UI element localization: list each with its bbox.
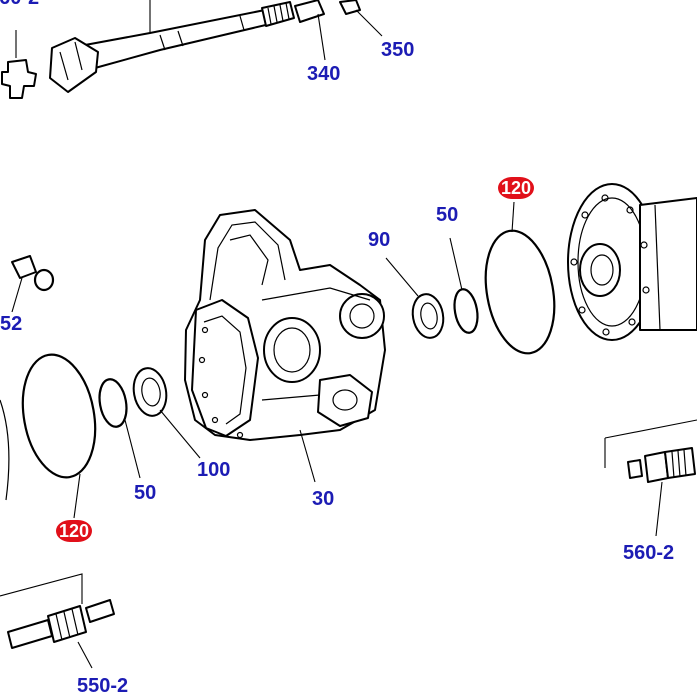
- callout-550-2[interactable]: 550-2: [77, 675, 129, 697]
- shaft-assembly[interactable]: [49, 0, 295, 93]
- callout-560-2[interactable]: 560-2: [623, 542, 675, 564]
- flange-housing-right[interactable]: [567, 183, 697, 341]
- left-housing-edge: [0, 399, 10, 501]
- axle-housing-30[interactable]: [184, 209, 386, 483]
- plug-part-52[interactable]: [11, 255, 55, 313]
- callout-160-2[interactable]: 160-2: [0, 0, 39, 8]
- callout-52[interactable]: 52: [0, 313, 23, 335]
- seal-100[interactable]: [130, 366, 201, 459]
- callout-340[interactable]: 340: [307, 63, 341, 85]
- callout-50-left[interactable]: 50: [134, 482, 157, 504]
- callout-350[interactable]: 350: [381, 39, 415, 61]
- o-ring-50-left[interactable]: [96, 377, 141, 479]
- callout-50-upper[interactable]: 50: [436, 204, 459, 226]
- seal-90[interactable]: [385, 257, 447, 340]
- o-ring-120-left[interactable]: [14, 349, 104, 519]
- callout-120-lower[interactable]: 120: [56, 520, 93, 542]
- callout-30[interactable]: 30: [312, 488, 335, 510]
- pin-560-2[interactable]: [604, 419, 697, 537]
- cap-part-340[interactable]: [294, 0, 326, 61]
- o-ring-50-upper[interactable]: [449, 237, 481, 335]
- callout-120-upper[interactable]: 120: [498, 177, 535, 199]
- callout-100[interactable]: 100: [197, 459, 231, 481]
- universal-joint-cross[interactable]: [1, 30, 37, 99]
- callout-90[interactable]: 90: [368, 229, 391, 251]
- o-ring-120-upper[interactable]: [477, 201, 564, 359]
- nut-part-350[interactable]: [339, 0, 383, 37]
- pin-550-2[interactable]: [0, 573, 115, 669]
